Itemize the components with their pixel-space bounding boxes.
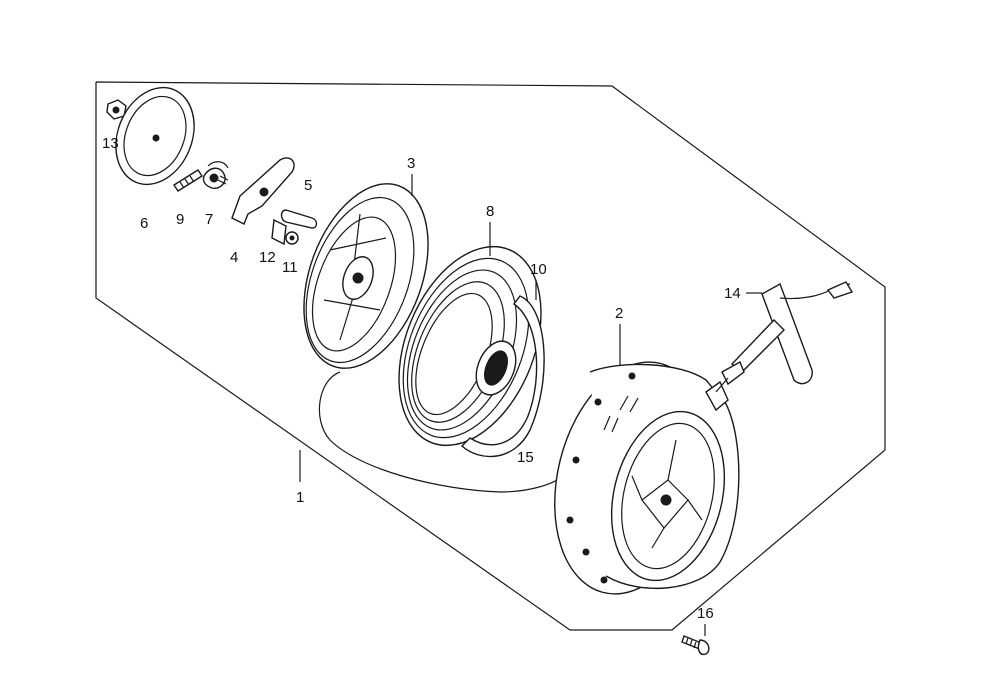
- part-label-1: 1: [296, 489, 304, 506]
- reel-pulley-3-icon: [303, 183, 429, 369]
- screw-9-icon: [173, 169, 203, 192]
- part-label-3: 3: [407, 155, 415, 172]
- spring-case-10-icon: [460, 295, 545, 458]
- bolt-16-icon: [681, 635, 710, 656]
- starter-handle-14-icon: [715, 281, 854, 393]
- starter-case-2-icon: [554, 361, 740, 595]
- part-label-4: 4: [230, 249, 238, 266]
- ratchet-4-icon: [231, 157, 295, 225]
- part-label-10: 10: [530, 261, 547, 278]
- part-label-8: 8: [486, 203, 494, 220]
- spring-7-icon: [202, 161, 229, 189]
- pin-5-icon: [280, 209, 318, 229]
- part-label-15: 15: [517, 449, 534, 466]
- part-label-16: 16: [697, 605, 714, 622]
- part-label-2: 2: [615, 305, 623, 322]
- part-label-6: 6: [140, 215, 148, 232]
- cover-plate-6-icon: [115, 86, 195, 186]
- assembly-outline: [95, 81, 886, 631]
- part-label-13: 13: [102, 135, 119, 152]
- part-label-12: 12: [259, 249, 276, 266]
- pin-12-icon: [271, 218, 287, 246]
- part-label-14: 14: [724, 285, 741, 302]
- part-label-11: 11: [282, 259, 298, 276]
- starter-rope-15: [318, 371, 561, 493]
- part-label-5: 5: [304, 177, 312, 194]
- part-label-7: 7: [205, 211, 213, 228]
- part-label-9: 9: [176, 211, 184, 228]
- washer-11-icon: [285, 231, 299, 245]
